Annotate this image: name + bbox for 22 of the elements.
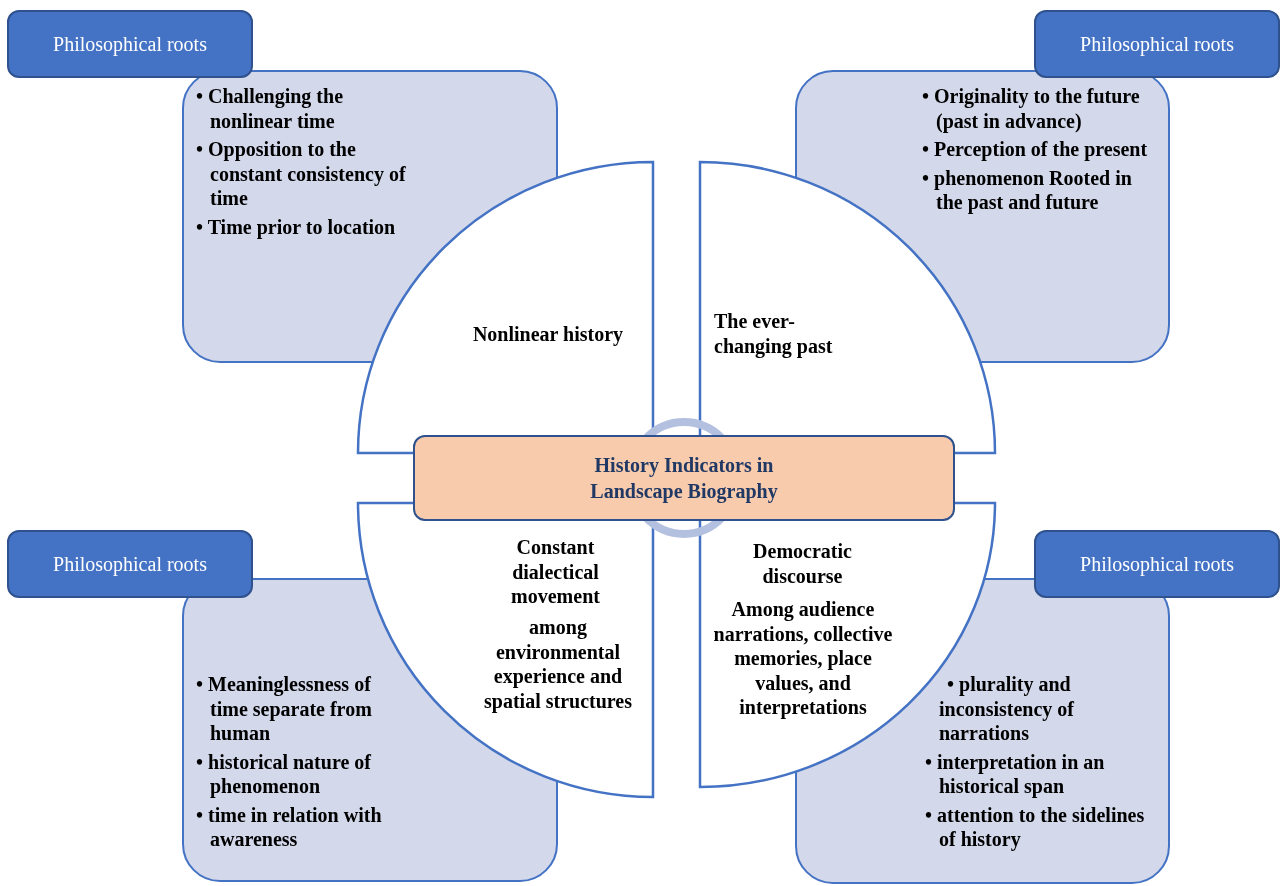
section-tab: Philosophical roots	[7, 530, 253, 598]
indicator-text: Nonlinear history	[471, 322, 625, 347]
bullet-item: • Meaninglessness of time separate from human	[196, 672, 373, 746]
bullet-item: • Perception of the present	[922, 137, 1149, 162]
bullet-item: • time in relation with awareness	[196, 802, 383, 852]
bullet-item: • Originality to the future (past in advance)	[922, 84, 1141, 133]
section-tab: Philosophical roots	[1034, 530, 1280, 598]
bullet-item: • plurality and inconsistency of narrations	[938, 672, 1075, 746]
indicator-text: The ever-changing past	[714, 309, 834, 358]
section-tab: Philosophical roots	[7, 10, 253, 78]
section-tab: Philosophical roots	[1034, 10, 1280, 78]
bullet-item: • attention to the sidelines of history	[925, 802, 1146, 852]
bullet-item: • Challenging the nonlinear time	[196, 84, 345, 133]
indicator-text: Democratic discourse	[752, 539, 853, 588]
bullet-item: • Opposition to the constant consistency of time	[196, 137, 407, 211]
indicator-text: Among audience narrations, collective memories, place values, and interpretations	[712, 597, 894, 720]
bullet-item: • phenomenon Rooted in the past and future	[922, 165, 1133, 215]
indicator-text: among environmental experience and spatial structures	[483, 615, 633, 713]
central-title-box: History Indicators in Landscape Biography	[413, 435, 955, 521]
bullet-item: • Time prior to location	[196, 214, 397, 239]
bullet-item: • historical nature of phenomenon	[196, 749, 372, 799]
bullet-item: • interpretation in an historical span	[925, 749, 1106, 799]
